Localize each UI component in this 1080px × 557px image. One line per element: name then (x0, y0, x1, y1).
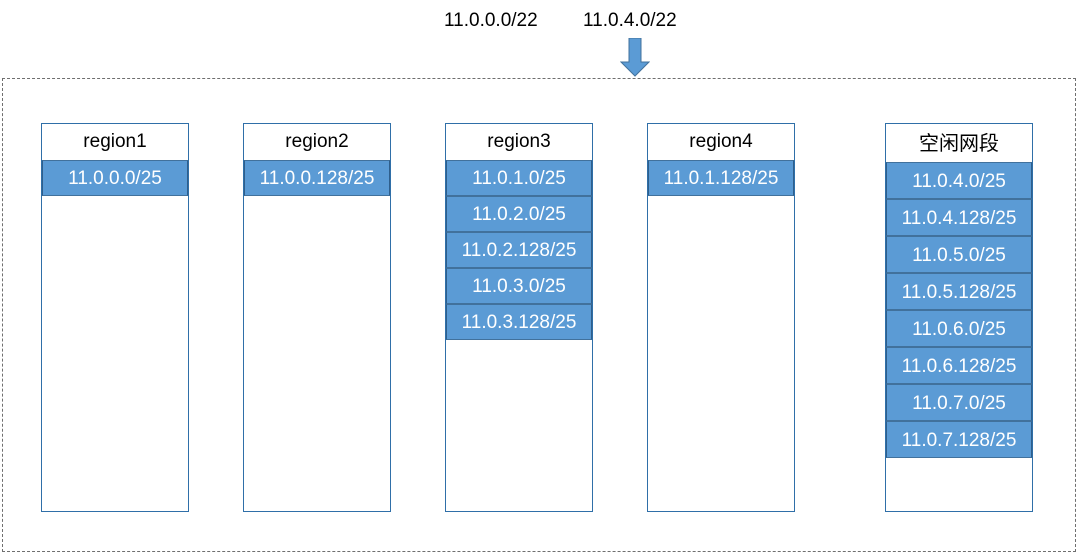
top-cidr-label-1: 11.0.0.0/22 (444, 10, 538, 31)
subnet-block: 11.0.2.128/25 (446, 232, 592, 268)
region-column-2: region2 11.0.0.128/25 (243, 123, 391, 512)
region-title: region4 (689, 131, 753, 152)
subnet-block: 11.0.0.0/25 (42, 160, 188, 196)
down-arrow-icon (620, 38, 650, 77)
top-cidr-label-2: 11.0.4.0/22 (583, 10, 677, 31)
free-subnet-block: 11.0.7.128/25 (886, 421, 1032, 458)
subnet-list: 11.0.0.0/25 (42, 160, 188, 196)
region-column-3: region3 11.0.1.0/25 11.0.2.0/25 11.0.2.1… (445, 123, 593, 512)
region-title: region2 (285, 131, 349, 152)
subnet-block: 11.0.1.128/25 (648, 160, 794, 196)
subnet-block: 11.0.3.128/25 (446, 304, 592, 340)
subnet-list: 11.0.1.0/25 11.0.2.0/25 11.0.2.128/25 11… (446, 160, 592, 340)
subnet-list: 11.0.0.128/25 (244, 160, 390, 196)
region-title: region1 (83, 131, 147, 152)
subnet-block: 11.0.3.0/25 (446, 268, 592, 304)
subnet-block: 11.0.2.0/25 (446, 196, 592, 232)
free-subnet-block: 11.0.6.128/25 (886, 347, 1032, 384)
address-space-frame (2, 78, 1076, 552)
free-subnet-block: 11.0.4.0/25 (886, 162, 1032, 199)
free-subnet-block: 11.0.5.0/25 (886, 236, 1032, 273)
free-subnet-block: 11.0.5.128/25 (886, 273, 1032, 310)
free-pool-title: 空闲网段 (919, 131, 999, 155)
subnet-block: 11.0.1.0/25 (446, 160, 592, 196)
free-subnet-block: 11.0.4.128/25 (886, 199, 1032, 236)
subnet-list: 11.0.1.128/25 (648, 160, 794, 196)
free-subnet-block: 11.0.6.0/25 (886, 310, 1032, 347)
free-subnet-pool-column: 空闲网段 11.0.4.0/25 11.0.4.128/25 11.0.5.0/… (885, 123, 1033, 512)
free-subnet-block: 11.0.7.0/25 (886, 384, 1032, 421)
region-title: region3 (487, 131, 551, 152)
free-subnet-list: 11.0.4.0/25 11.0.4.128/25 11.0.5.0/25 11… (886, 162, 1032, 458)
region-column-4: region4 11.0.1.128/25 (647, 123, 795, 512)
subnet-block: 11.0.0.128/25 (244, 160, 390, 196)
region-column-1: region1 11.0.0.0/25 (41, 123, 189, 512)
